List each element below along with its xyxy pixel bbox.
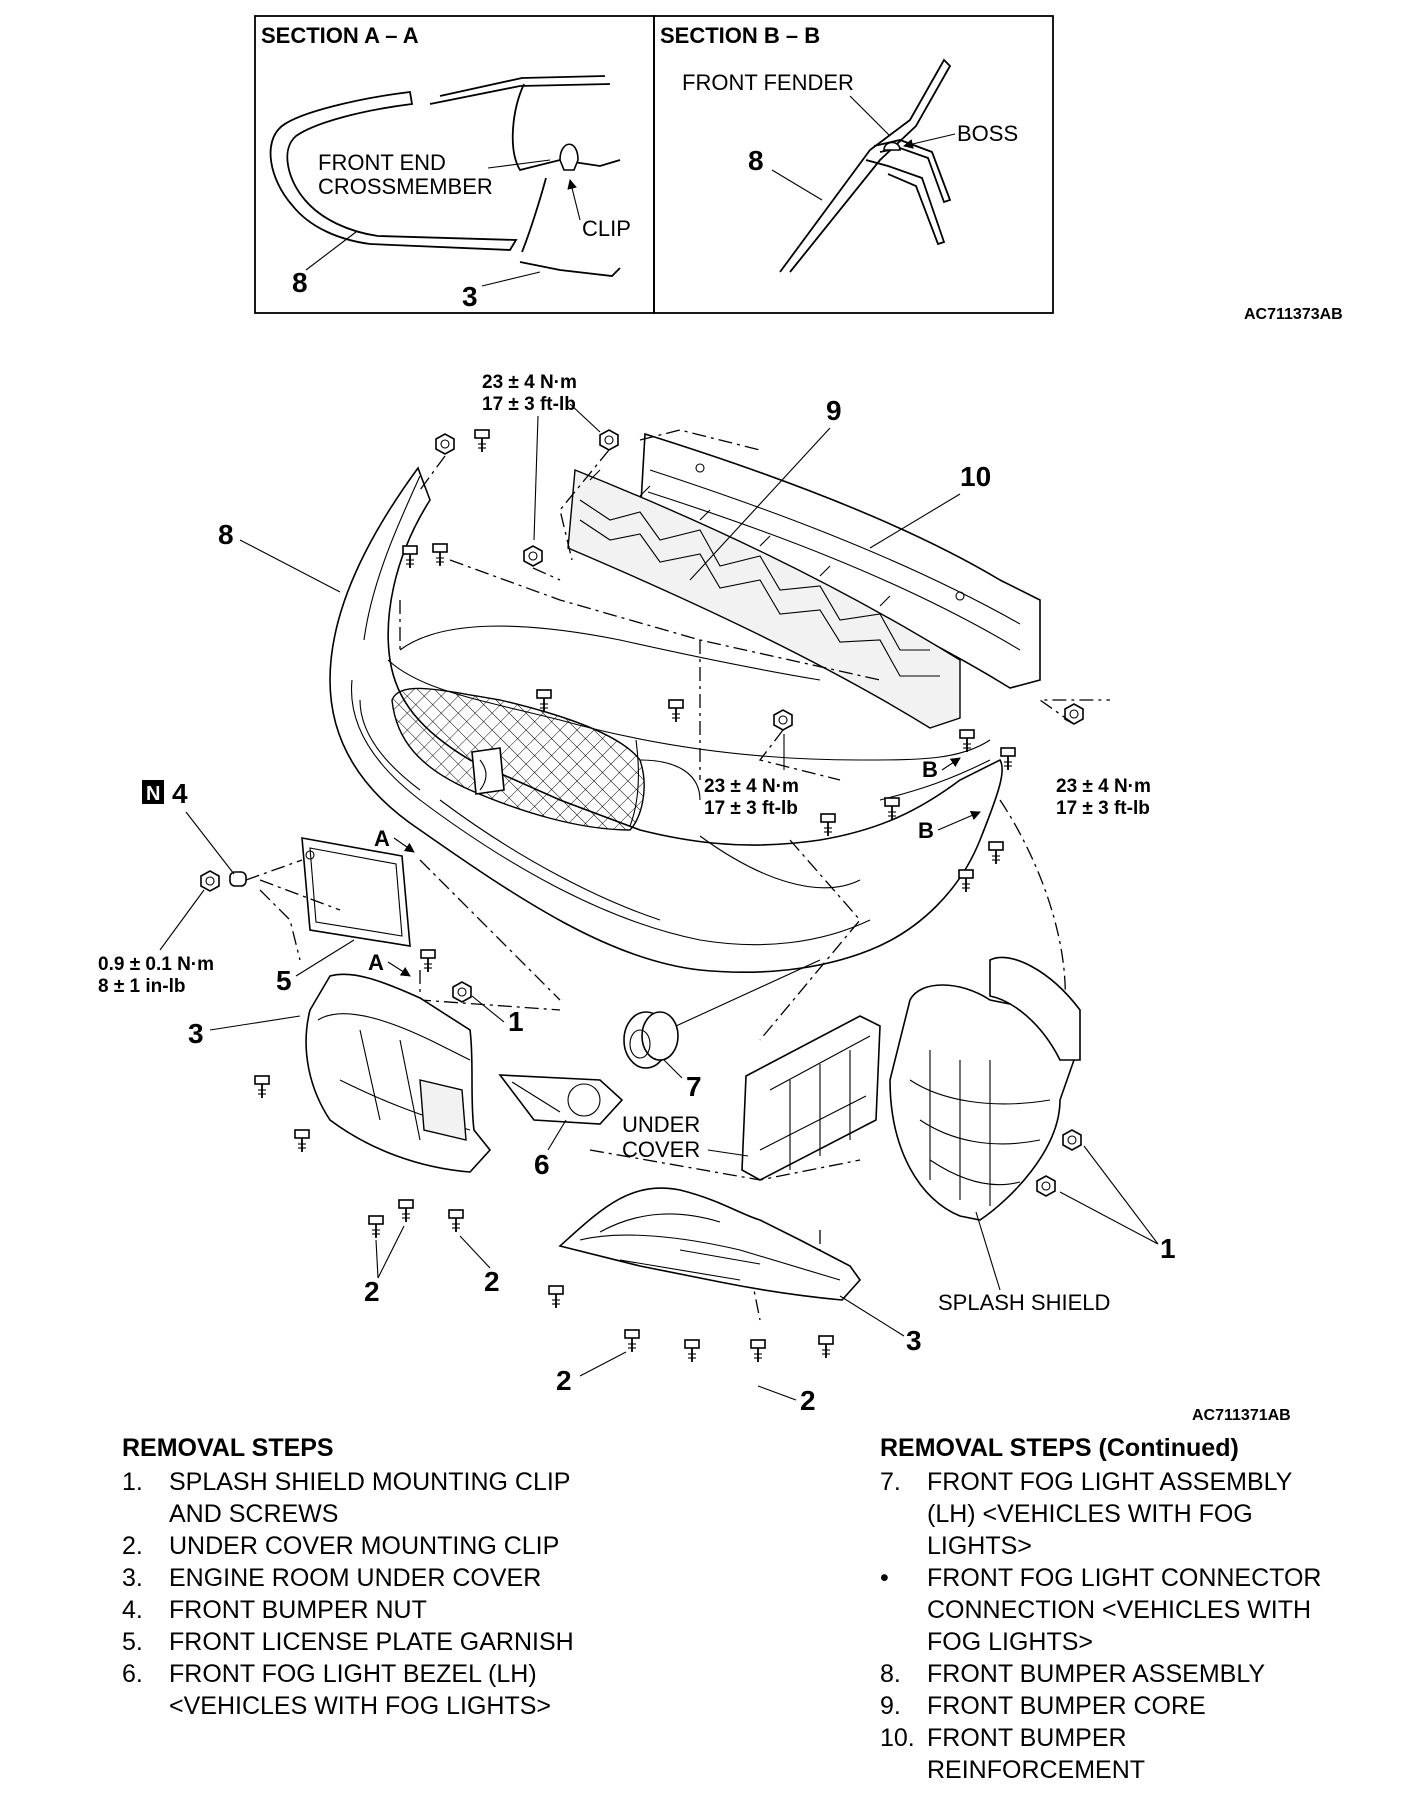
- under-cover-label-2: COVER: [622, 1137, 700, 1162]
- torque-specs: 23 ± 4 N·m 17 ± 3 ft-lb 23 ± 4 N·m 17 ± …: [98, 372, 1151, 997]
- section-a-callout-3: 3: [462, 281, 478, 312]
- n-badge: N: [142, 780, 164, 805]
- torque-mid-ftlb: 17 ± 3 ft-lb: [704, 798, 798, 819]
- section-marker-b-2: B: [918, 818, 934, 843]
- removal-step: 7.FRONT FOG LIGHT ASSEMBLY(LH) <VEHICLES…: [880, 1468, 1293, 1560]
- callout-3-center: 3: [906, 1325, 922, 1356]
- under-cover-label-1: UNDER: [622, 1112, 700, 1137]
- clip-label: CLIP: [582, 216, 631, 241]
- callout-2-bottom-b: 2: [800, 1385, 816, 1416]
- splash-shield-label: SPLASH SHIELD: [938, 1290, 1110, 1315]
- callout-4: 4: [172, 778, 188, 809]
- license-plate-garnish: [301, 837, 411, 947]
- splash-shield: [889, 956, 1081, 1221]
- removal-step: 9.FRONT BUMPER CORE: [880, 1692, 1206, 1720]
- crossmember-outline: [511, 83, 621, 172]
- removal-step: 6.FRONT FOG LIGHT BEZEL (LH)<VEHICLES WI…: [122, 1660, 552, 1720]
- fog-light-bezel: [498, 1074, 624, 1125]
- torque-top-ftlb: 17 ± 3 ft-lb: [482, 394, 576, 415]
- removal-steps-left: REMOVAL STEPS 1.SPLASH SHIELD MOUNTING C…: [122, 1432, 682, 1722]
- fog-light-assembly: [623, 959, 821, 1069]
- callouts: 8 9 10 N 4 5 3 1 6 7 2 2 2 2 3 1: [142, 395, 1176, 1416]
- callout-1-left: 1: [508, 1006, 524, 1037]
- callout-6: 6: [534, 1149, 550, 1180]
- front-end-crossmember-line1: FRONT END: [318, 150, 446, 175]
- removal-steps-title: REMOVAL STEPS: [122, 1434, 334, 1462]
- front-bumper-core: [567, 469, 961, 729]
- callout-7: 7: [686, 1071, 702, 1102]
- section-a-a-box: SECTION A – A FRONT END CROSSMEMBER CLIP…: [254, 15, 1343, 323]
- boss-label: BOSS: [957, 121, 1018, 146]
- engine-room-under-cover-left: [305, 973, 492, 1173]
- bumper-nut-and-bolt: [200, 859, 341, 911]
- torque-right-ftlb: 17 ± 3 ft-lb: [1056, 798, 1150, 819]
- section-a-callout-8: 8: [292, 267, 308, 298]
- removal-step: 2.UNDER COVER MOUNTING CLIP: [122, 1532, 560, 1560]
- under-cover: [741, 1015, 881, 1181]
- callout-5: 5: [276, 965, 292, 996]
- clip-icon: [559, 143, 579, 171]
- front-end-crossmember-line2: CROSSMEMBER: [318, 174, 493, 199]
- removal-step: 4.FRONT BUMPER NUT: [122, 1596, 427, 1624]
- removal-steps-right: REMOVAL STEPS (Continued) 7.FRONT FOG LI…: [880, 1432, 1400, 1786]
- torque-top-nm: 23 ± 4 N·m: [482, 372, 577, 393]
- removal-step: 8.FRONT BUMPER ASSEMBLY: [880, 1660, 1266, 1688]
- callout-2-left-a: 2: [364, 1276, 380, 1307]
- grille-mesh: [391, 687, 645, 831]
- section-a-title: SECTION A – A: [261, 23, 419, 48]
- section-marker-b-1: B: [922, 757, 938, 782]
- diagram-code: AC711371AB: [1192, 1407, 1291, 1424]
- callout-1-right: 1: [1160, 1233, 1176, 1264]
- section-b-callout-8: 8: [748, 145, 764, 176]
- torque-mid-nm: 23 ± 4 N·m: [704, 776, 799, 797]
- callout-9: 9: [826, 395, 842, 426]
- front-fender-label: FRONT FENDER: [682, 70, 854, 95]
- callout-2-bottom-a: 2: [556, 1365, 572, 1396]
- part-labels: UNDER COVER SPLASH SHIELD AC711371AB: [622, 1112, 1291, 1424]
- callout-3-left: 3: [188, 1018, 204, 1049]
- removal-step: 5.FRONT LICENSE PLATE GARNISH: [122, 1628, 574, 1656]
- section-code: AC711373AB: [1244, 306, 1343, 323]
- removal-steps-continued-title: REMOVAL STEPS (Continued): [880, 1434, 1239, 1462]
- engine-room-under-cover-center: [558, 1187, 862, 1301]
- section-b-title: SECTION B – B: [660, 23, 820, 48]
- svg-text:N: N: [146, 783, 160, 805]
- section-marker-a-2: A: [368, 950, 384, 975]
- callout-2-left-b: 2: [484, 1266, 500, 1297]
- removal-step: 3.ENGINE ROOM UNDER COVER: [122, 1564, 542, 1592]
- bumper-section-outline: [269, 91, 518, 251]
- section-marker-a-1: A: [374, 826, 390, 851]
- callout-10: 10: [960, 461, 991, 492]
- torque-right-nm: 23 ± 4 N·m: [1056, 776, 1151, 797]
- torque-plate-nm: 0.9 ± 0.1 N·m: [98, 954, 214, 975]
- callout-8: 8: [218, 519, 234, 550]
- torque-plate-inlb: 8 ± 1 in-lb: [98, 976, 186, 997]
